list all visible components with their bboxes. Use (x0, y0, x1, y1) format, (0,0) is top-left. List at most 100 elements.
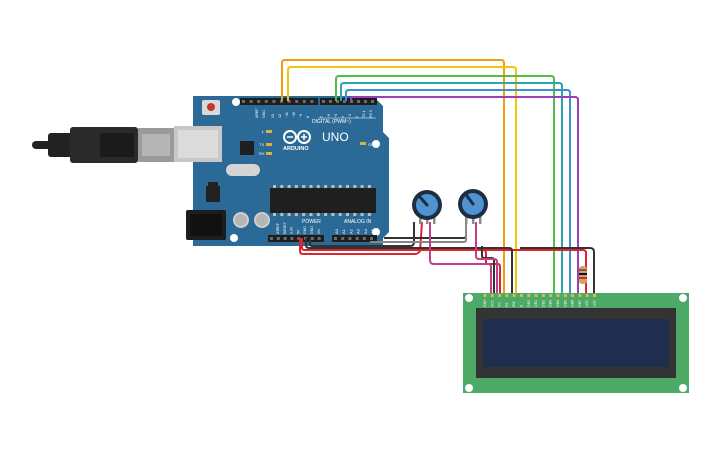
wire-magenta-pot1 (429, 222, 492, 296)
power-pin-label: GND (310, 226, 314, 234)
lcd-pin[interactable] (563, 294, 567, 297)
digital-hole-right-5[interactable] (357, 100, 360, 103)
digital-hole-left-7[interactable] (295, 100, 299, 103)
wires[interactable] (281, 59, 595, 296)
brand-label: ARDUINO (283, 146, 309, 152)
lcd-pin[interactable] (505, 294, 509, 297)
lcd-pin[interactable] (556, 294, 560, 297)
digital-hole-right-7[interactable] (371, 100, 374, 103)
wire-purple (350, 96, 579, 296)
analog-hole-2[interactable] (348, 237, 352, 240)
digital-pin-label: RX 0 (369, 110, 373, 118)
chip-pins (273, 185, 371, 216)
digital-hole-left-0[interactable] (242, 100, 245, 103)
model-label: UNO (322, 130, 349, 144)
lcd-pin-label: DB1 (534, 300, 538, 307)
lcd-pin-header[interactable] (483, 294, 597, 297)
digital-hole-right-6[interactable] (364, 100, 367, 103)
digital-hole-right-1[interactable] (329, 100, 332, 103)
digital-pin-label: ~5 (334, 114, 338, 118)
power-hole-1[interactable] (276, 237, 280, 240)
lcd-pin[interactable] (571, 294, 575, 297)
potentiometer-1[interactable] (412, 190, 442, 224)
on-led-label: ON (368, 142, 374, 147)
lcd-pin[interactable] (541, 294, 545, 297)
power-hole-6[interactable] (310, 237, 314, 240)
digital-pin-label: 2 (355, 116, 359, 118)
potentiometer-2[interactable] (458, 189, 488, 224)
digital-pin-label: GND (262, 110, 266, 118)
lcd-pin[interactable] (527, 294, 531, 297)
resistor (579, 266, 587, 284)
power-label: POWER (302, 219, 321, 225)
power-pin-label: 5V (296, 229, 300, 234)
wire-black-lcd-right (520, 247, 595, 296)
l-led-label: L (262, 129, 265, 134)
digital-hole-right-2[interactable] (336, 100, 339, 103)
lcd-pin[interactable] (498, 294, 502, 297)
analog-hole-0[interactable] (334, 237, 337, 240)
digital-hole-right-4[interactable] (350, 100, 353, 103)
wire-blue (345, 89, 571, 296)
lcd-pin-label: V0 (498, 303, 502, 307)
analog-pin-label: A2 (348, 228, 353, 234)
lcd-pin[interactable] (593, 294, 596, 297)
lcd-pin[interactable] (512, 294, 516, 297)
analog-hole-4[interactable] (362, 237, 366, 240)
analog-pin-label: A3 (356, 228, 361, 234)
power-hole-2[interactable] (283, 237, 287, 240)
digital-pin-label: AREF (255, 108, 259, 118)
wire-magenta-pot2 (475, 222, 498, 296)
arduino-logo (283, 130, 311, 144)
lcd-pin-label: DB3 (549, 300, 553, 307)
analog-hole-3[interactable] (355, 237, 359, 240)
power-pin-label: 3.3V (290, 226, 294, 234)
power-hole-4[interactable] (297, 237, 301, 240)
wire-red-led (475, 249, 587, 296)
analog-pin-label: A1 (341, 228, 346, 234)
wire-black-pot2 (384, 222, 467, 239)
power-pin-label: GND (303, 226, 307, 234)
lcd-pin-label: DB0 (527, 300, 531, 307)
analog-pin-label: A4 (363, 228, 368, 234)
digital-pin-label: ~9 (299, 114, 303, 118)
digital-hole-left-8[interactable] (302, 100, 306, 103)
wire-black-lcd-gnd (481, 246, 495, 296)
power-pin-label: RESET (283, 221, 287, 234)
lcd-pin[interactable] (520, 294, 523, 297)
wire-orange (281, 59, 505, 296)
lcd-pin[interactable] (578, 294, 582, 297)
analog-pin-label: A0 (334, 228, 339, 234)
digital-hole-left-2[interactable] (257, 100, 261, 103)
lcd-pin-label: RW (512, 301, 516, 307)
digital-pin-label: ~6 (327, 114, 331, 118)
lcd-pin[interactable] (490, 294, 494, 297)
lcd-pin[interactable] (483, 294, 487, 297)
power-hole-7[interactable] (317, 237, 321, 240)
power-hole-3[interactable] (290, 237, 294, 240)
digital-hole-left-6[interactable] (287, 100, 291, 103)
analog-hole-5[interactable] (370, 237, 373, 240)
power-hole-0[interactable] (270, 237, 273, 240)
header-digital-right (320, 98, 377, 105)
wire-green (335, 75, 555, 296)
analog-hole-1[interactable] (341, 237, 345, 240)
digital-hole-left-5[interactable] (280, 100, 283, 103)
header-power (268, 235, 324, 242)
header-holes[interactable] (242, 100, 374, 240)
digital-hole-left-3[interactable] (264, 100, 268, 103)
lcd-pin[interactable] (585, 294, 589, 297)
microcontroller-chip (270, 188, 376, 213)
digital-hole-left-9[interactable] (310, 100, 314, 103)
digital-hole-right-3[interactable] (343, 100, 346, 103)
lcd-pin[interactable] (534, 294, 538, 297)
digital-hole-left-4[interactable] (272, 100, 276, 103)
lcd-pin[interactable] (549, 294, 553, 297)
wire-red-5v (299, 221, 423, 255)
digital-hole-right-0[interactable] (322, 100, 325, 103)
digital-hole-left-1[interactable] (249, 100, 253, 103)
